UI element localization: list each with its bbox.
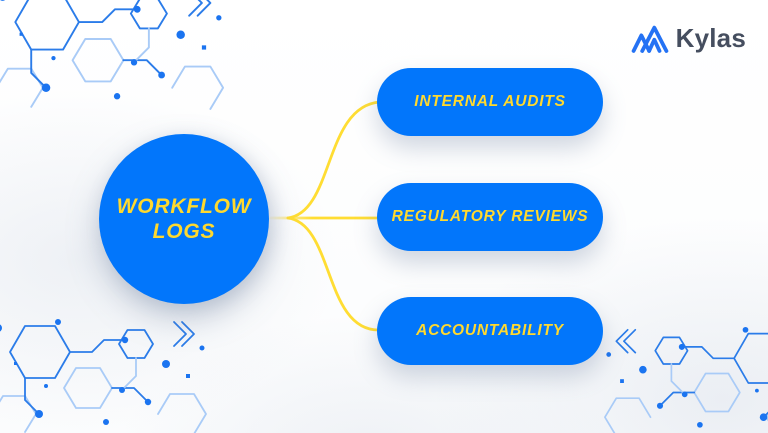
brand-name: Kylas bbox=[675, 23, 746, 53]
connector-to-accountability bbox=[286, 216, 382, 332]
circuit-decoration-bottom-right bbox=[604, 326, 768, 433]
center-node-workflow-logs: WORKFLOW LOGS bbox=[99, 134, 269, 304]
branch-regulatory-reviews: REGULATORY REVIEWS bbox=[377, 183, 603, 251]
connector-to-internal-audits bbox=[286, 100, 382, 220]
center-node-label: WORKFLOW LOGS bbox=[116, 194, 252, 243]
kylas-mountain-icon bbox=[631, 25, 668, 53]
branch-label: REGULATORY REVIEWS bbox=[391, 208, 589, 225]
branch-label: ACCOUNTABILITY bbox=[416, 322, 564, 339]
circuit-decoration-bottom-left bbox=[0, 318, 207, 433]
circuit-decoration-top-left bbox=[0, 0, 225, 110]
branch-label: INTERNAL AUDITS bbox=[414, 93, 566, 110]
branch-accountability: ACCOUNTABILITY bbox=[377, 297, 603, 365]
brand-logo: Kylas bbox=[631, 22, 746, 54]
branch-internal-audits: INTERNAL AUDITS bbox=[377, 68, 603, 136]
